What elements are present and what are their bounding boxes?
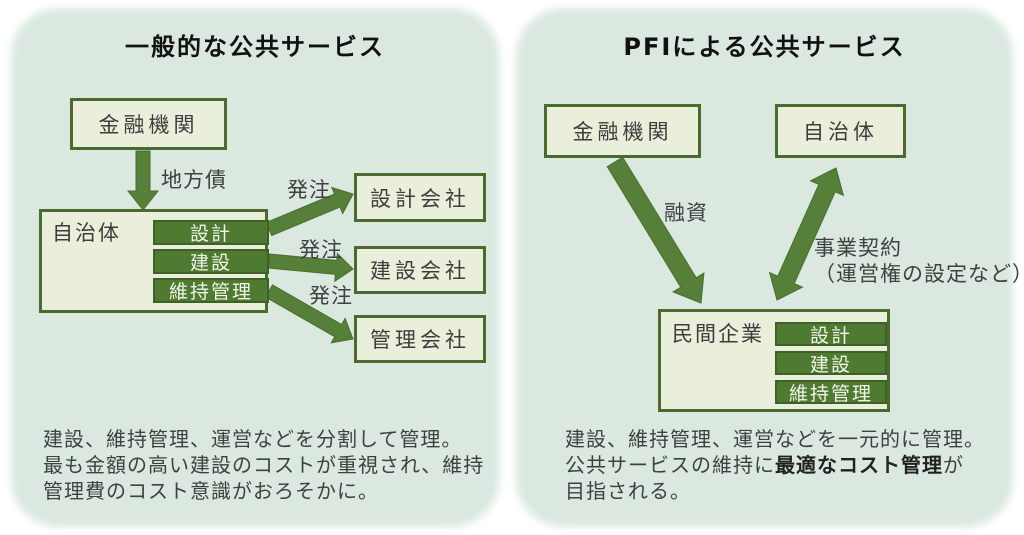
- left-process-construction-box: 建設: [153, 249, 269, 274]
- construction-company-box: 建設会社: [354, 246, 486, 294]
- order-label-construction: 発注: [299, 238, 343, 262]
- left-description-line-2: 最も金額の高い建設のコストが重視され、維持: [43, 453, 485, 477]
- left-description-line-3: 管理費のコスト意識がおろそかに。: [43, 479, 379, 503]
- right-municipality-box: 自治体: [775, 104, 906, 158]
- right-panel-description: 建設、維持管理、運営などを一元的に管理。 公共サービスの維持に最適なコスト管理が…: [565, 426, 985, 504]
- right-panel-title: PFIによる公共サービス: [623, 33, 906, 61]
- management-company-box: 管理会社: [354, 315, 486, 363]
- contract-double-arrow: [768, 167, 845, 301]
- left-process-maintenance-box: 維持管理: [153, 278, 269, 303]
- right-description-line2-pre: 公共サービスの維持に: [565, 453, 775, 477]
- right-description-line2-post: が: [943, 453, 964, 477]
- right-process-construction-box: 建設: [775, 351, 887, 376]
- left-panel-description: 建設、維持管理、運営などを分割して管理。 最も金額の高い建設のコストが重視され、…: [43, 426, 484, 504]
- order-arrow-management: [264, 284, 354, 344]
- order-label-management: 発注: [309, 284, 353, 308]
- left-financial-institution-box: 金融機関: [70, 98, 227, 150]
- right-process-design-box: 設計: [775, 322, 887, 347]
- bond-arrow-label: 地方債: [161, 168, 227, 192]
- order-arrow-construction: [267, 252, 354, 283]
- contract-label-line-1: 事業契約: [814, 236, 902, 260]
- private-company-box: 民間企業 設計 建設 維持管理: [658, 309, 890, 412]
- bond-down-arrow: [126, 150, 160, 211]
- private-company-label: 民間企業: [672, 322, 764, 346]
- order-label-design: 発注: [287, 178, 331, 202]
- left-description-line-1: 建設、維持管理、運営などを分割して管理。: [43, 427, 463, 451]
- left-municipality-label: 自治体: [52, 221, 121, 245]
- left-process-design-box: 設計: [153, 220, 269, 245]
- loan-arrow: [606, 156, 705, 304]
- design-company-box: 設計会社: [354, 173, 486, 222]
- right-description-line-2: 公共サービスの維持に最適なコスト管理が: [565, 452, 985, 478]
- right-description-line-1: 建設、維持管理、運営などを一元的に管理。: [565, 427, 985, 451]
- left-panel-title: 一般的な公共サービス: [125, 33, 385, 61]
- left-municipality-box: 自治体 設計 建設 維持管理: [39, 209, 269, 313]
- right-description-line2-bold: 最適なコスト管理: [775, 453, 943, 477]
- right-process-maintenance-box: 維持管理: [775, 380, 887, 405]
- contract-arrow-label: 事業契約 （運営権の設定など）: [814, 235, 1024, 287]
- loan-arrow-label: 融資: [664, 201, 708, 225]
- right-description-line-3: 目指される。: [565, 479, 691, 503]
- right-panel-background: [516, 8, 1013, 527]
- order-arrow-design: [265, 186, 354, 237]
- contract-label-line-2: （運営権の設定など）: [814, 262, 1024, 286]
- right-financial-institution-box: 金融機関: [544, 104, 701, 158]
